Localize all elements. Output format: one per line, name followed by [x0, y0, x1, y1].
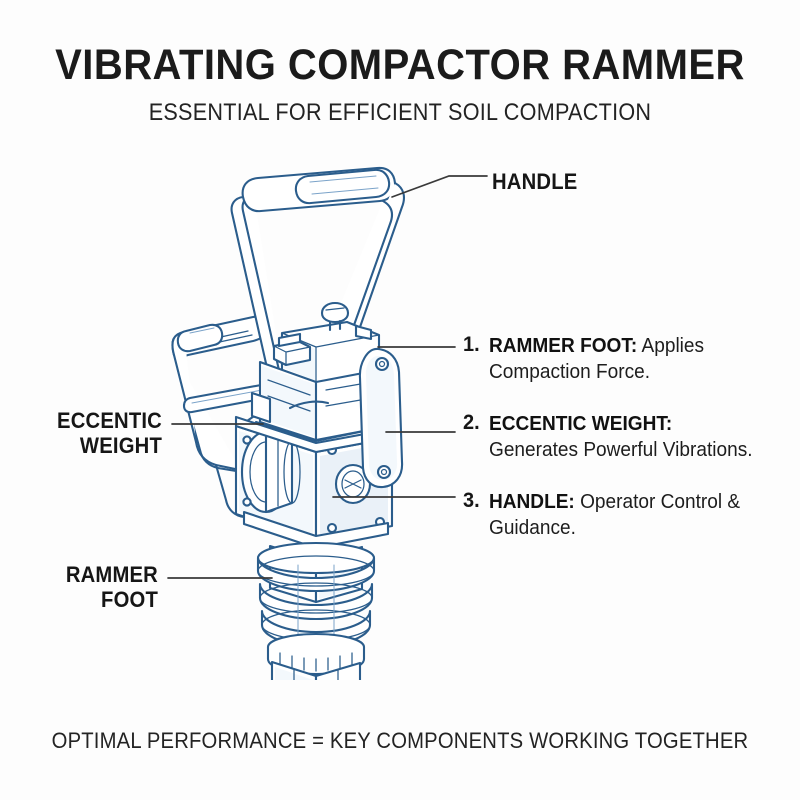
callout-eccentic-weight-line2: WEIGHT	[79, 432, 162, 458]
list-item-text: HANDLE: Operator Control & Guidance.	[489, 489, 762, 541]
callout-eccentic-weight: ECCENTIC WEIGHT	[13, 408, 162, 458]
rammer-line-art-svg: .s { fill:#ffffff; stroke:#2b5d8c; strok…	[171, 166, 435, 800]
footer-tagline: OPTIMAL PERFORMANCE = KEY COMPONENTS WOR…	[51, 728, 749, 753]
list-item: 2. ECCENTIC WEIGHT: Generates Powerful V…	[463, 411, 783, 463]
bellows	[256, 541, 376, 676]
side-lever-arm	[358, 347, 404, 489]
rammer-illustration: .s { fill:#ffffff; stroke:#2b5d8c; strok…	[140, 150, 460, 800]
page-subtitle: ESSENTIAL FOR EFFICIENT SOIL COMPACTION	[148, 99, 652, 126]
callout-rammer-foot-line2: FOOT	[101, 586, 158, 612]
list-item-text: ECCENTIC WEIGHT: Generates Powerful Vibr…	[489, 411, 762, 463]
page-title: VIBRATING COMPACTOR RAMMER	[55, 41, 745, 89]
list-item-term: RAMMER FOOT:	[489, 334, 638, 357]
fuel-tank	[272, 301, 381, 386]
component-list: 1. RAMMER FOOT: Applies Compaction Force…	[463, 333, 783, 567]
list-item-number: 2.	[463, 411, 480, 435]
callout-rammer-foot-line1: RAMMER	[65, 562, 158, 587]
list-item: 3. HANDLE: Operator Control & Guidance.	[463, 489, 783, 541]
list-item-description: Operator Control & Guidance.	[489, 490, 741, 540]
list-item-term: HANDLE:	[489, 490, 575, 514]
callout-rammer-foot: RAMMER FOOT	[13, 562, 158, 612]
list-item-description: Applies Compaction Force.	[489, 334, 705, 384]
list-item-term: ECCENTIC WEIGHT:	[489, 412, 673, 436]
header-block: VIBRATING COMPACTOR RAMMER ESSENTIAL FOR…	[0, 44, 800, 127]
list-item-description: Generates Powerful Vibrations.	[489, 438, 753, 462]
callout-eccentic-weight-line1: ECCENTIC	[57, 408, 162, 433]
list-item-text: RAMMER FOOT: Applies Compaction Force.	[489, 333, 762, 385]
list-item: 1. RAMMER FOOT: Applies Compaction Force…	[463, 333, 783, 385]
callout-handle: HANDLE	[492, 169, 578, 194]
list-item-number: 1.	[463, 333, 480, 356]
list-item-number: 3.	[463, 489, 480, 513]
